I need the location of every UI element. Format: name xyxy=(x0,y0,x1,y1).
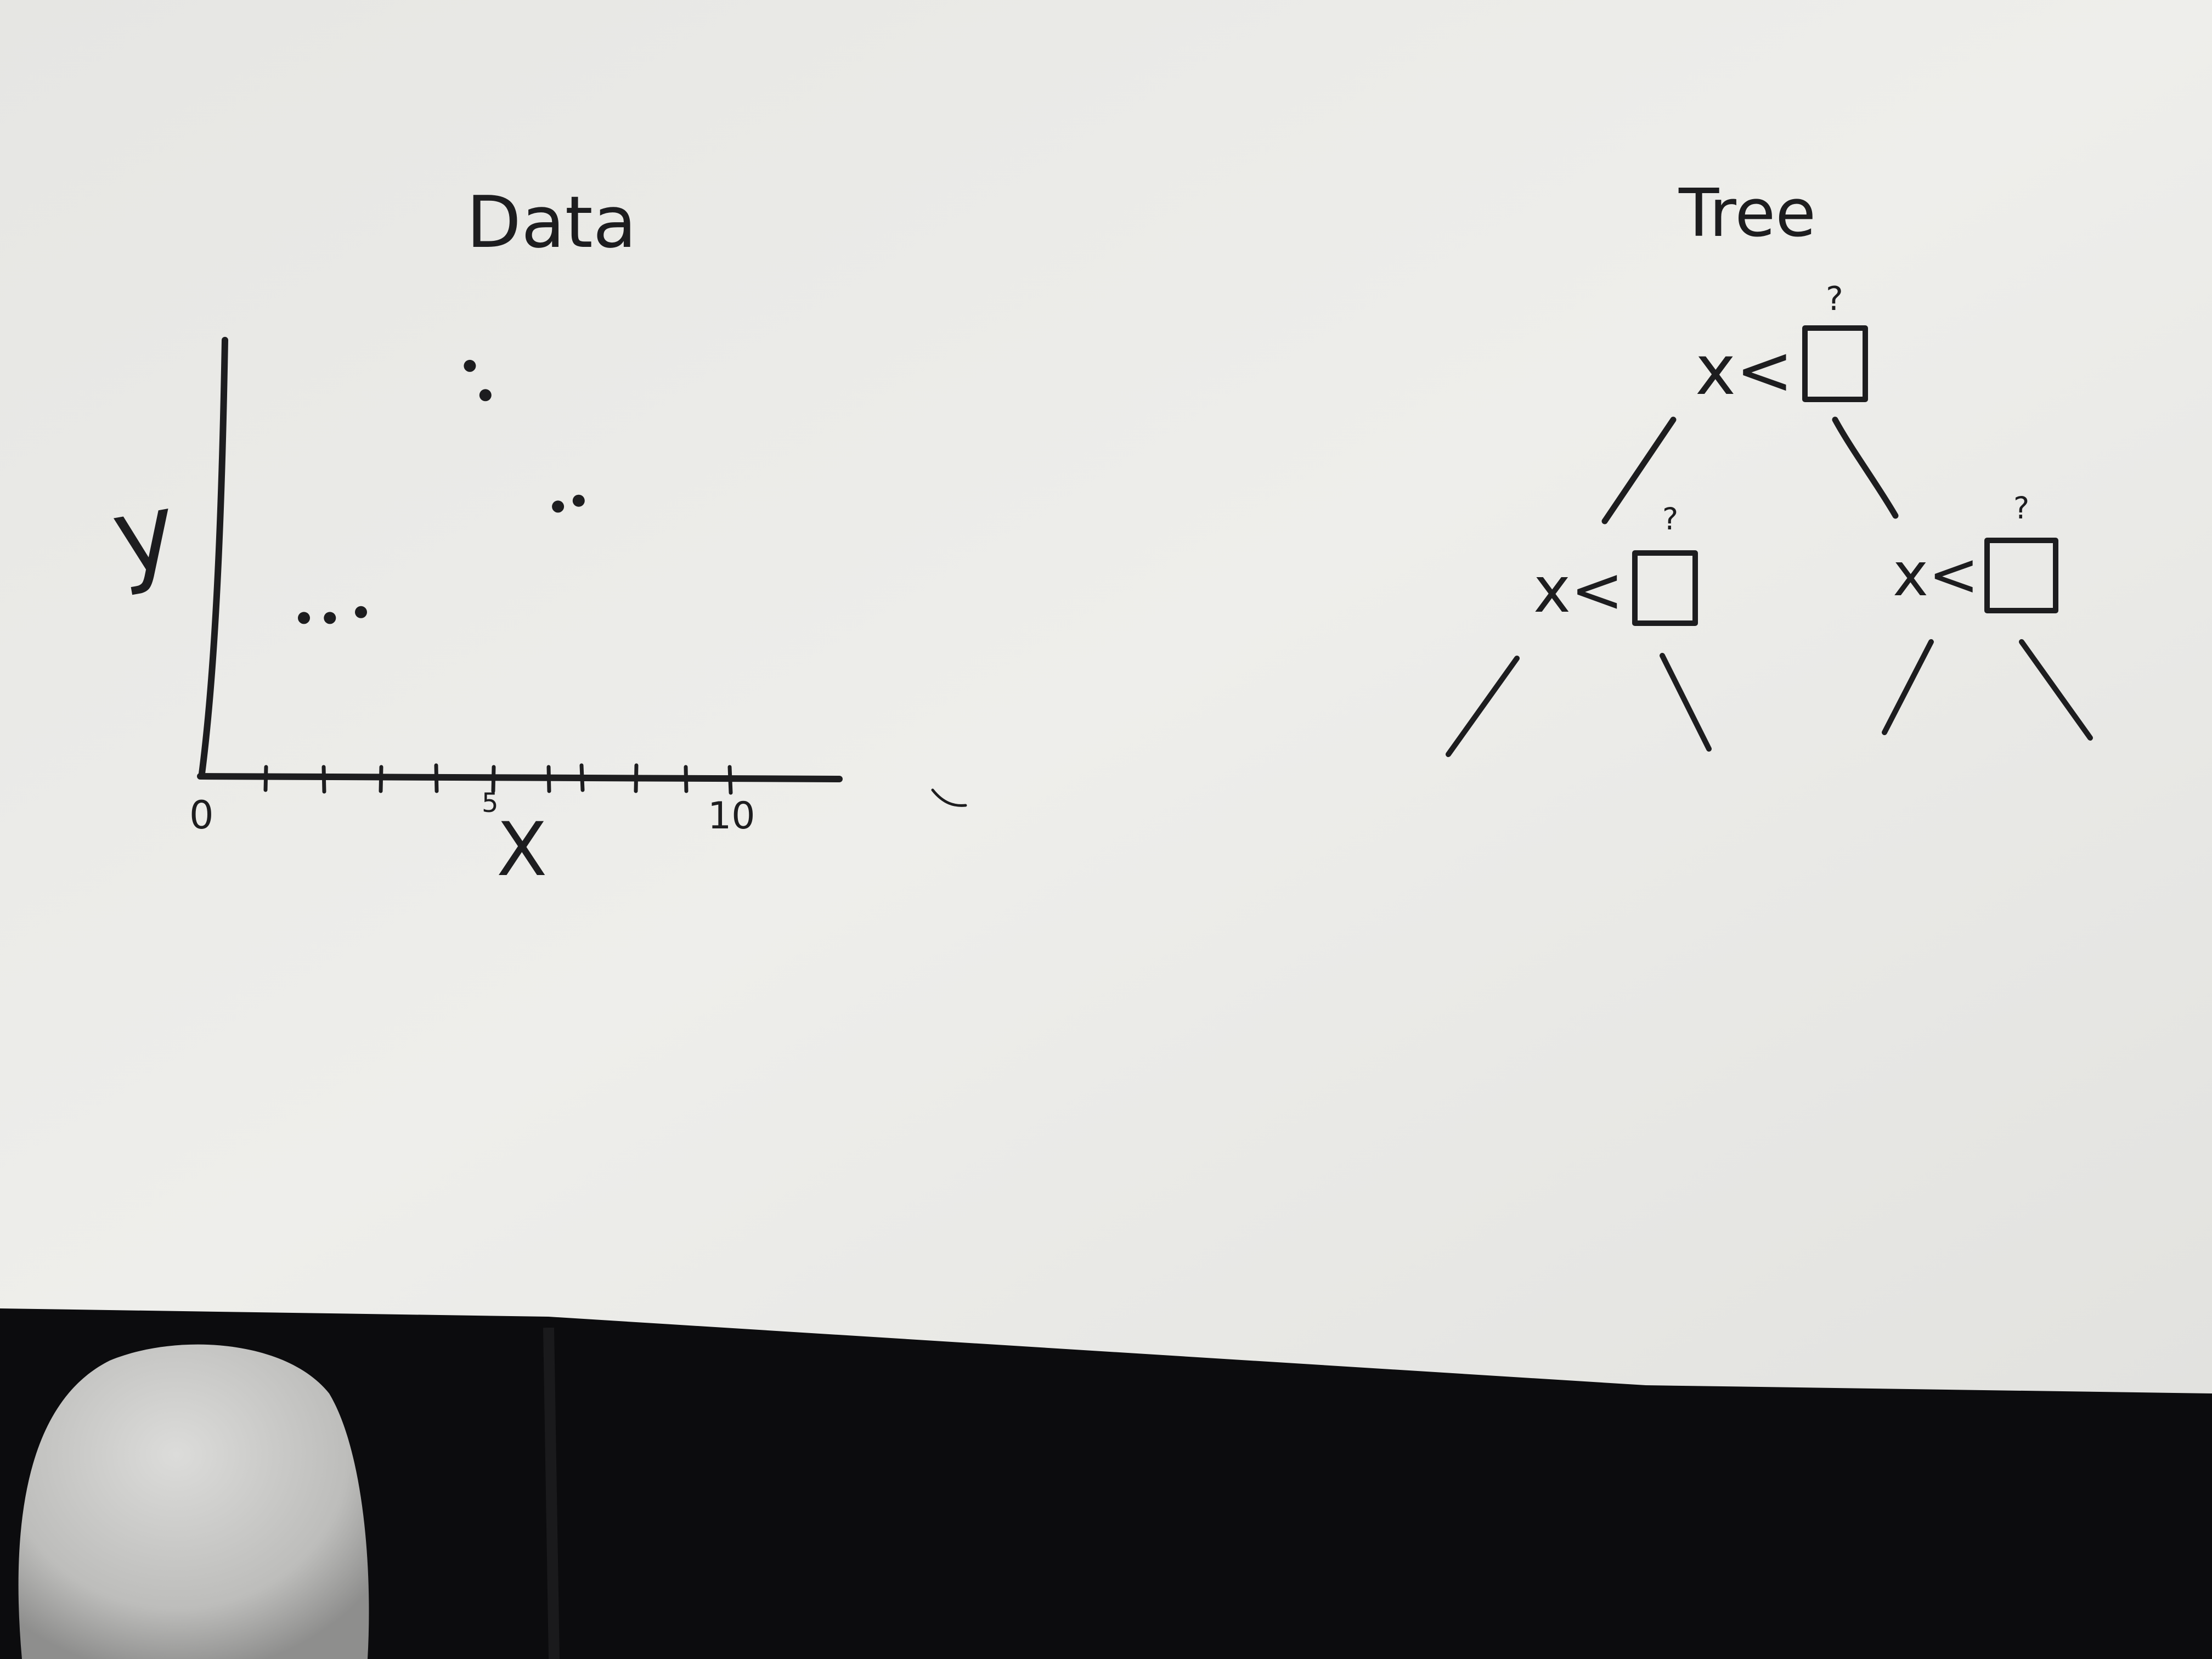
y-axis-line xyxy=(199,337,228,777)
right-condition-label: x< xyxy=(1893,539,1979,610)
tree-diagram: Tree x< ? x< ? x< ? xyxy=(1446,176,2093,757)
scatter-points xyxy=(298,359,585,624)
tick-label-10: 10 xyxy=(708,794,755,838)
tree-edge-left-left xyxy=(1446,656,1520,757)
scatter-point-1 xyxy=(298,612,310,624)
tree-edge-left-right xyxy=(1660,653,1712,752)
x-axis-line xyxy=(197,773,843,782)
tick-label-5: 5 xyxy=(482,788,499,819)
stray-mark xyxy=(931,788,967,807)
x-axis-label: X xyxy=(496,806,547,893)
tree-edge-right-left xyxy=(1882,639,1934,735)
plot-title: Data xyxy=(466,180,636,264)
right-threshold-box xyxy=(1984,538,2058,613)
tick-label-0: 0 xyxy=(189,793,214,838)
scatter-point-3 xyxy=(355,606,367,618)
scatter-point-7 xyxy=(572,494,585,507)
right-question-mark: ? xyxy=(2013,490,2029,526)
root-question-mark: ? xyxy=(1826,280,1843,318)
scatter-point-5 xyxy=(479,389,492,402)
left-condition-label: x< xyxy=(1533,554,1623,627)
tree-edge-root-left xyxy=(1601,416,1677,524)
tree-edge-root-right xyxy=(1832,416,1899,519)
scatter-point-6 xyxy=(552,500,565,513)
scatter-point-2 xyxy=(324,612,336,624)
tree-title: Tree xyxy=(1678,176,1816,252)
data-plot: Data y 0 5 10 X xyxy=(104,180,967,893)
tree-node-root: x< ? xyxy=(1695,280,1868,410)
scatter-point-4 xyxy=(464,359,476,372)
left-question-mark: ? xyxy=(1662,501,1678,537)
x-axis-ticks xyxy=(263,763,733,795)
paper-sheet xyxy=(0,0,2212,1393)
desk-edge-shadow xyxy=(543,1327,560,1659)
tree-node-left: x< ? xyxy=(1533,501,1698,627)
tree-edge-right-right xyxy=(2019,639,2093,741)
left-threshold-box xyxy=(1632,550,1698,626)
root-threshold-box xyxy=(1802,325,1868,402)
root-condition-label: x< xyxy=(1695,331,1793,410)
mouse-device xyxy=(18,1344,369,1659)
tree-node-right: x< ? xyxy=(1893,490,2058,613)
